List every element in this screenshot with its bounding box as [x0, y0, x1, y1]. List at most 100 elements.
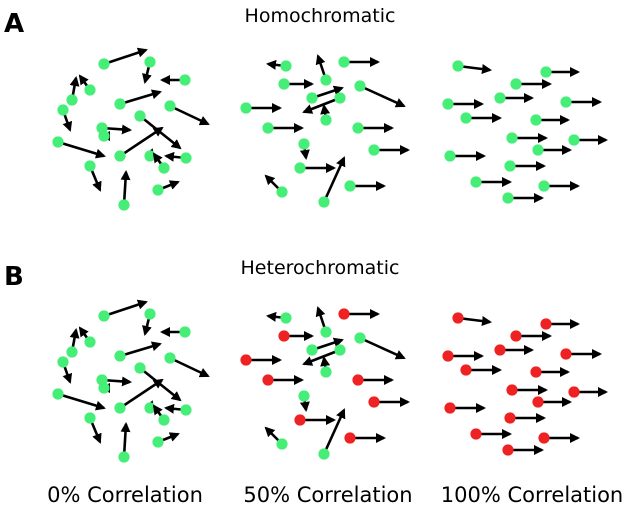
- stimulus-dot: [320, 326, 332, 338]
- dot-arrow-item: [66, 328, 80, 358]
- stimulus-dot: [470, 428, 482, 440]
- dot-arrow-layer: [52, 47, 608, 463]
- dot-arrow-item: [338, 308, 380, 320]
- stimulus-dot: [352, 122, 364, 134]
- stimulus-dot: [118, 451, 130, 463]
- dot-arrow-item: [144, 148, 156, 162]
- dot-arrow-item: [540, 318, 580, 330]
- stimulus-dot: [368, 144, 380, 156]
- stimulus-dot: [460, 112, 472, 124]
- dot-arrow-item: [494, 92, 534, 104]
- panel-a-title: Homochromatic: [245, 5, 396, 27]
- dot-arrow-item: [57, 356, 73, 384]
- stimulus-dot: [152, 436, 164, 448]
- dot-arrow-item: [504, 412, 546, 424]
- dot-arrow-item: [352, 122, 394, 134]
- stimulus-dot: [278, 78, 290, 90]
- motion-arrow: [139, 366, 182, 402]
- dot-arrow-item: [114, 341, 162, 362]
- stimulus-dot: [180, 152, 192, 164]
- dot-arrow-item: [444, 402, 486, 414]
- dot-arrow-item: [306, 85, 344, 104]
- stimulus-dot: [442, 98, 454, 110]
- motion-arrow: [119, 341, 162, 358]
- stimulus-dot: [540, 318, 552, 330]
- dot-arrow-item: [510, 330, 552, 342]
- stimulus-dot: [118, 199, 130, 211]
- stimulus-dot: [164, 352, 176, 364]
- stimulus-dot: [494, 92, 506, 104]
- dot-arrow-item: [530, 366, 570, 378]
- dot-arrow-item: [460, 112, 502, 124]
- dot-arrow-item: [298, 138, 310, 160]
- dot-arrow-item: [98, 299, 148, 322]
- stimulus-dot: [57, 104, 69, 116]
- motion-arrow: [103, 299, 148, 318]
- dot-arrow-item: [538, 180, 580, 192]
- motion-arrow: [169, 356, 210, 378]
- dot-arrow-item: [240, 354, 282, 366]
- dot-arrow-item: [98, 382, 110, 394]
- stimulus-dot: [306, 92, 318, 104]
- stimulus-dot: [538, 432, 550, 444]
- stimulus-dot: [144, 150, 156, 162]
- dot-arrow-item: [502, 444, 544, 456]
- stimulus-dot: [164, 100, 176, 112]
- stimulus-dot: [510, 78, 522, 90]
- stimulus-dot: [452, 60, 464, 72]
- motion-arrow: [57, 392, 106, 411]
- stimulus-dot: [158, 414, 170, 426]
- dot-arrow-item: [264, 174, 288, 198]
- dot-arrow-item: [278, 330, 314, 342]
- stimulus-dot: [280, 312, 292, 324]
- dot-arrow-item: [530, 114, 570, 126]
- stimulus-dot: [240, 102, 252, 114]
- stimulus-dot: [240, 354, 252, 366]
- dot-arrow-item: [452, 312, 492, 326]
- dot-arrow-item: [444, 150, 486, 162]
- dot-arrow-item: [52, 136, 106, 159]
- dot-arrow-item: [306, 337, 344, 356]
- dot-arrow-item: [294, 162, 336, 174]
- dot-arrow-item: [320, 356, 332, 378]
- stimulus-dot: [66, 346, 78, 358]
- stimulus-dot: [444, 150, 456, 162]
- stimulus-dot: [262, 122, 274, 134]
- stimulus-dot: [506, 384, 518, 396]
- dot-arrow-item: [164, 151, 192, 164]
- dot-arrow-item: [470, 176, 512, 188]
- stimulus-dot: [510, 330, 522, 342]
- stimulus-dot: [442, 350, 454, 362]
- dot-arrow-item: [494, 344, 534, 356]
- stimulus-dot: [344, 180, 356, 192]
- stimulus-dot: [318, 448, 330, 460]
- dot-arrow-item: [98, 130, 110, 142]
- stimulus-dot: [134, 110, 146, 122]
- stimulus-dot: [52, 136, 64, 148]
- dot-arrow-item: [510, 78, 552, 90]
- dot-arrow-item: [368, 396, 410, 408]
- dot-arrow-item: [152, 180, 180, 196]
- stimulus-dot: [560, 348, 572, 360]
- stimulus-dot: [530, 366, 542, 378]
- stimulus-dot: [540, 66, 552, 78]
- dot-arrow-item: [470, 428, 512, 440]
- dot-arrow-item: [354, 332, 406, 360]
- dot-arrow-item: [118, 170, 131, 211]
- stimulus-dot: [98, 382, 110, 394]
- dot-arrow-item: [442, 350, 484, 362]
- stimulus-dot: [354, 332, 366, 344]
- motion-arrow: [359, 336, 406, 360]
- dot-arrow-item: [568, 386, 608, 398]
- motion-arrow: [119, 89, 162, 106]
- motion-arrow: [103, 47, 148, 66]
- stimulus-dot: [506, 132, 518, 144]
- stimulus-dot: [98, 58, 110, 70]
- dot-arrow-item: [354, 80, 406, 108]
- dot-arrow-item: [160, 74, 191, 86]
- dot-arrow-item: [352, 374, 394, 386]
- motion-arrow: [322, 408, 346, 455]
- stimulus-dot: [152, 184, 164, 196]
- dot-arrow-item: [560, 96, 602, 108]
